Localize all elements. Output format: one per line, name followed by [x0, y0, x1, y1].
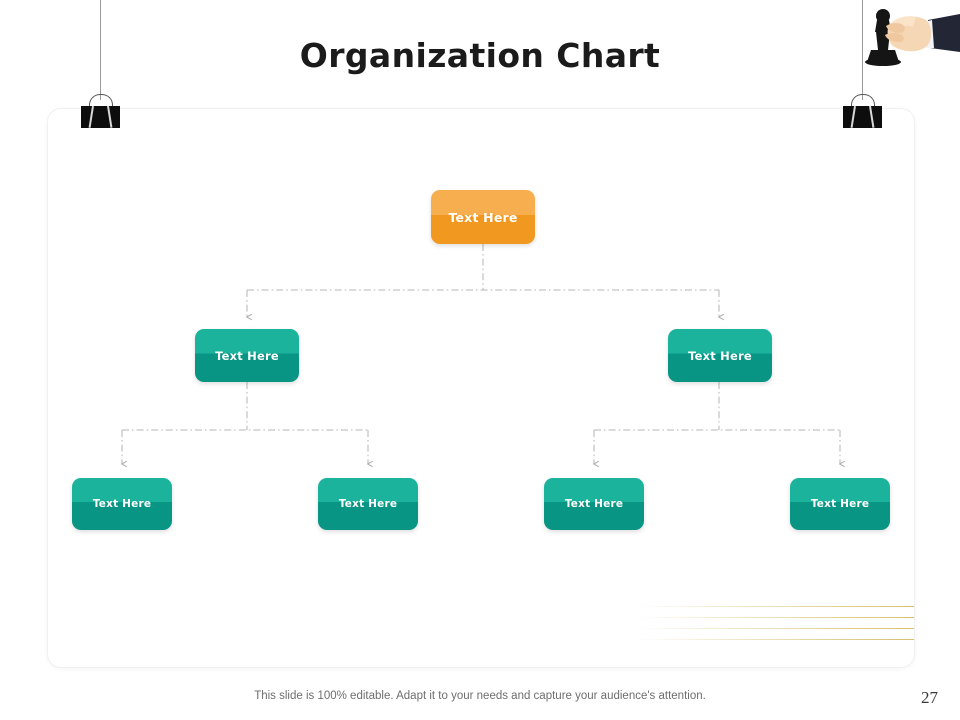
clip-loop	[851, 94, 875, 113]
org-node-label: Text Here	[564, 498, 624, 510]
binder-clip-icon	[843, 94, 882, 128]
clip-string	[100, 0, 101, 100]
clip-body	[81, 106, 120, 128]
org-node-leaf-2[interactable]: Text Here	[318, 478, 418, 530]
org-node-leaf-1[interactable]: Text Here	[72, 478, 172, 530]
clip-string	[862, 0, 863, 100]
hanging-clip-left	[81, 0, 120, 130]
page-number: 27	[921, 688, 938, 707]
hand-holding-chess-piece-icon	[850, 2, 960, 84]
hanging-clip-right	[843, 0, 882, 130]
org-node-leaf-3[interactable]: Text Here	[544, 478, 644, 530]
slide-content-card: Text Here Text Here Text Here Text Here …	[47, 108, 915, 668]
org-node-label: Text Here	[810, 498, 870, 510]
org-node-leaf-4[interactable]: Text Here	[790, 478, 890, 530]
page-title: Organization Chart	[299, 36, 661, 75]
org-node-label: Text Here	[92, 498, 152, 510]
org-node-label: Text Here	[338, 498, 398, 510]
binder-clip-icon	[81, 94, 120, 128]
org-node-label: Text Here	[448, 209, 518, 225]
clip-body	[843, 106, 882, 128]
clip-loop	[89, 94, 113, 113]
org-node-root[interactable]: Text Here	[431, 190, 535, 244]
org-node-label: Text Here	[215, 348, 279, 363]
org-node-branch-left[interactable]: Text Here	[195, 329, 299, 382]
org-node-label: Text Here	[688, 348, 752, 363]
org-chart-connectors	[48, 244, 914, 667]
footer-note: This slide is 100% editable. Adapt it to…	[254, 690, 706, 702]
org-node-branch-right[interactable]: Text Here	[668, 329, 772, 382]
